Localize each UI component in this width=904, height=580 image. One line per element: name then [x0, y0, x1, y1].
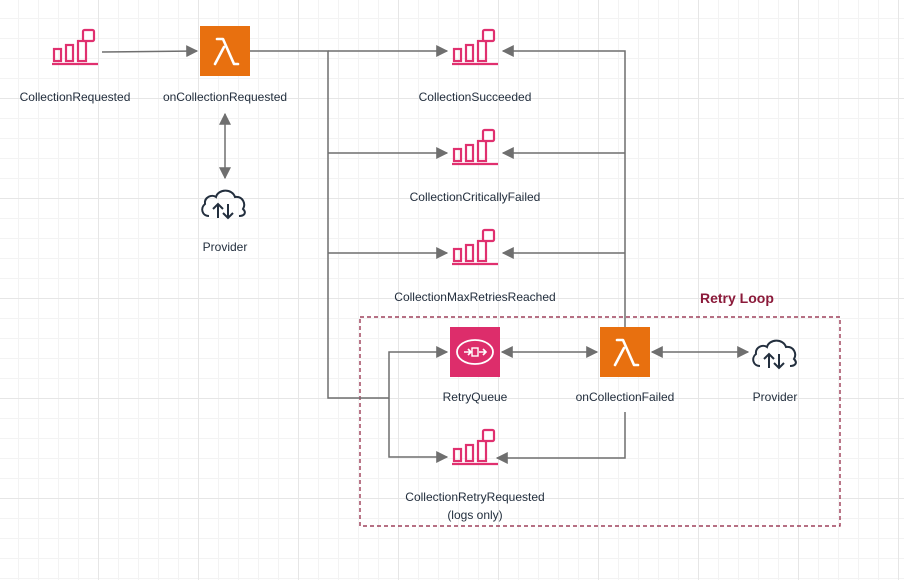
on-collection-requested-label: onCollectionRequested	[162, 90, 288, 104]
collection-requested-label: CollectionRequested	[19, 90, 131, 104]
retry-loop-group	[359, 316, 841, 527]
provider-top-label: Provider	[202, 240, 248, 254]
collection-max-retries-label: CollectionMaxRetriesReached	[394, 290, 556, 304]
collection-max-retries-event-icon	[450, 228, 500, 266]
edge-lambda-to-trunk	[250, 50, 389, 399]
on-collection-failed-label: onCollectionFailed	[575, 390, 675, 404]
collection-succeeded-label: CollectionSucceeded	[418, 90, 532, 104]
collection-retry-requested-sublabel: (logs only)	[447, 508, 503, 522]
collection-retry-requested-event-icon	[450, 428, 500, 466]
on-collection-failed-lambda-icon	[598, 325, 652, 379]
retry-queue-sqs-icon	[449, 326, 501, 378]
edge-to-retry-requested	[388, 398, 449, 463]
edge-requested-to-lambda	[101, 45, 199, 58]
collection-critically-failed-label: CollectionCriticallyFailed	[409, 190, 541, 204]
collection-succeeded-event-icon	[450, 28, 500, 66]
collection-retry-requested-label: CollectionRetryRequested	[405, 490, 545, 504]
edge-failed-to-retry-requested	[495, 412, 626, 464]
retry-loop-title: Retry Loop	[700, 290, 774, 306]
provider-loop-label: Provider	[752, 390, 798, 404]
collection-critically-failed-event-icon	[450, 128, 500, 166]
edge-failed-upward	[501, 45, 626, 327]
provider-loop-cloud-icon	[752, 339, 797, 369]
edge-to-retry-queue	[388, 346, 449, 398]
collection-requested-event-icon	[50, 28, 100, 66]
provider-top-cloud-icon	[201, 189, 246, 219]
on-collection-requested-lambda-icon	[198, 24, 252, 78]
retry-queue-label: RetryQueue	[442, 390, 508, 404]
